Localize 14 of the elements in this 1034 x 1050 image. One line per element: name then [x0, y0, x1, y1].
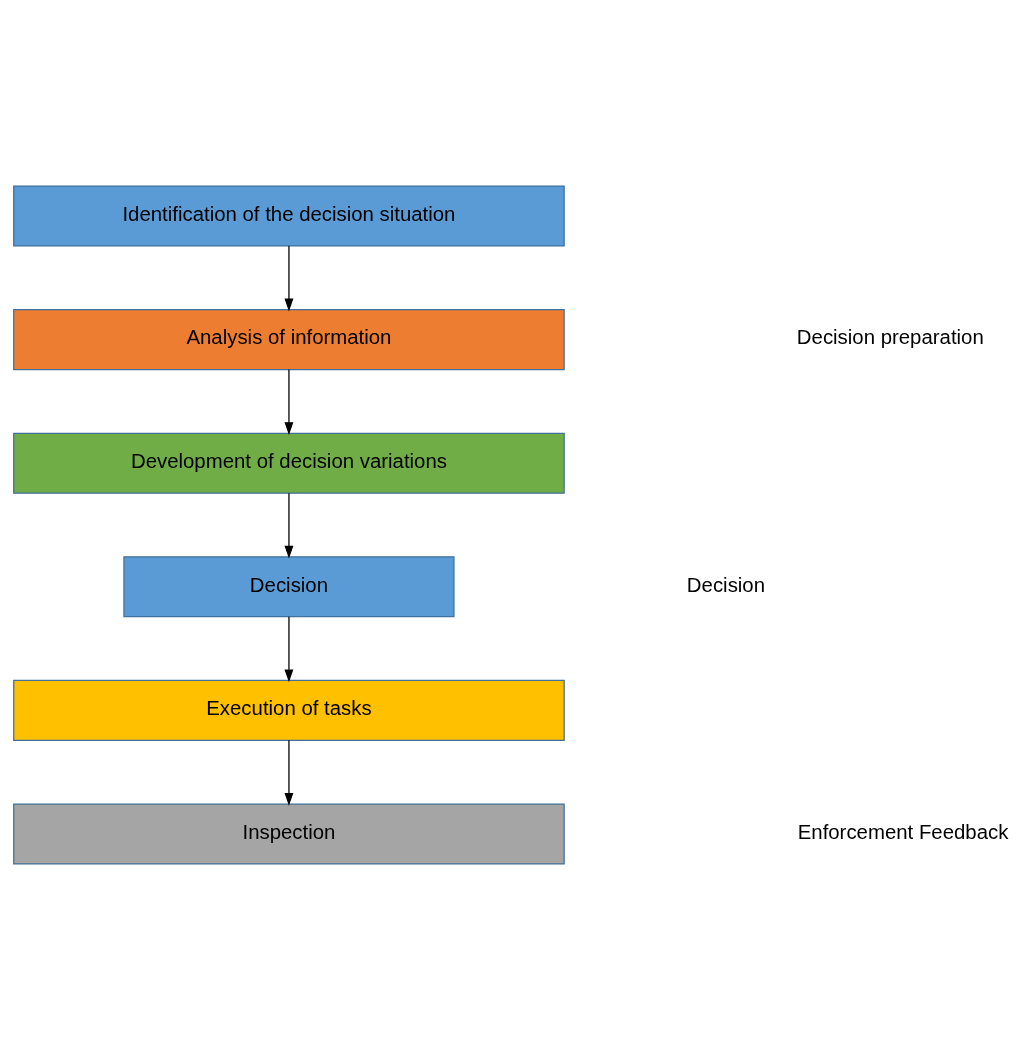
- arrow: [284, 739, 294, 806]
- node-box: Decision: [123, 556, 455, 618]
- node-box: Development of decision variations: [13, 432, 565, 494]
- arrow: [284, 368, 294, 435]
- label: Decision: [686, 573, 766, 596]
- node-box: Identification of the decision situation: [13, 185, 565, 247]
- node-box: Analysis of information: [13, 309, 565, 371]
- label: Enforcement Feedback: [797, 820, 1009, 843]
- arrow: [284, 245, 294, 312]
- arrow: [284, 492, 294, 559]
- arrow: [284, 616, 294, 683]
- node-box: Inspection: [13, 803, 565, 865]
- node-box: Execution of tasks: [13, 679, 565, 741]
- label: Decision preparation: [796, 326, 984, 349]
